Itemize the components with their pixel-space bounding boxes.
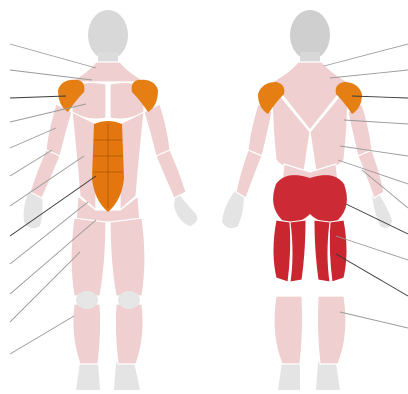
front-left-forearm — [30, 150, 60, 198]
front-left-knee — [76, 291, 98, 309]
back-gluteus — [273, 175, 347, 222]
front-muscles — [30, 62, 186, 364]
front-left-shin — [73, 304, 101, 364]
front-right-oblique — [120, 112, 144, 210]
back-left-calf — [274, 296, 303, 364]
right-hamstring-outer — [329, 220, 347, 282]
left-hamstring-inner — [290, 220, 306, 282]
right-glute — [310, 175, 347, 222]
left-glute — [273, 175, 310, 222]
front-right-foot — [114, 362, 140, 390]
leader-line — [330, 70, 408, 78]
back-right-foot — [316, 362, 340, 390]
front-right-quad — [110, 218, 145, 296]
leader-line — [336, 254, 408, 296]
back-left-hand — [222, 190, 244, 228]
left-hamstring-outer — [273, 220, 291, 282]
back-right-calf — [317, 296, 346, 364]
front-right-knee — [118, 291, 140, 309]
back-figure — [222, 10, 392, 390]
back-left-forearm — [236, 150, 262, 198]
leader-line — [10, 252, 80, 322]
front-abdominals — [92, 121, 124, 212]
leader-line — [324, 44, 408, 66]
front-right-forearm — [156, 150, 186, 198]
front-knees — [76, 291, 140, 309]
leader-line — [10, 70, 92, 80]
leader-line — [10, 316, 74, 354]
leader-line — [10, 44, 96, 68]
back-hamstrings — [273, 220, 347, 282]
leader-line — [340, 312, 408, 328]
back-left-foot — [278, 362, 300, 390]
front-left-quad — [71, 218, 106, 296]
front-right-shin — [115, 304, 143, 364]
right-hamstring-inner — [314, 220, 330, 282]
front-left-foot — [76, 362, 100, 390]
front-left-oblique — [72, 112, 96, 210]
front-figure — [24, 10, 198, 390]
leader-line — [10, 96, 66, 98]
